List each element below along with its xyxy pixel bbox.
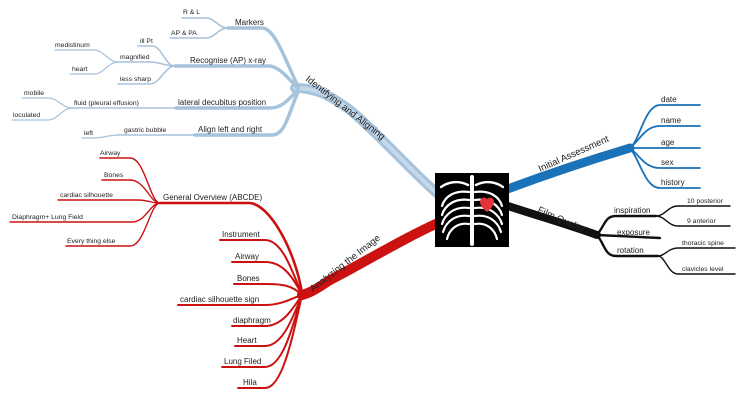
- posterior-label: 10 posterior: [687, 198, 724, 205]
- item-cardiac-sign: cardiac silhouette sign: [180, 295, 259, 304]
- general-everything: Every thing else: [67, 238, 116, 245]
- magnified-label: magnified: [120, 54, 150, 61]
- initial-age: age: [661, 138, 675, 147]
- chest-xray-icon: [435, 173, 509, 247]
- item-bones: Bones: [237, 274, 260, 283]
- less-sharp-label: less sharp: [120, 76, 151, 83]
- film-trunk: [501, 201, 601, 239]
- initial-history: history: [661, 178, 685, 187]
- general-bones: Bones: [104, 172, 124, 179]
- align-label: Align left and right: [198, 125, 263, 134]
- identifying-label: Identifying and Aligning: [303, 74, 387, 143]
- initial-trunk: [500, 143, 635, 195]
- analyzing-trunk: [297, 217, 445, 300]
- clavicles-level-label: clavicles level: [682, 266, 724, 273]
- gastric-label: gastric bubble: [124, 127, 167, 134]
- item-heart: Heart: [237, 336, 257, 345]
- item-instrument: Instrument: [222, 230, 261, 239]
- general-overview-label: General Overview (ABCDE): [163, 193, 262, 202]
- initial-sex: sex: [661, 158, 673, 167]
- left-label: left: [84, 130, 93, 137]
- inspiration-label: inspiration: [614, 206, 650, 215]
- anterior-label: 9 anterior: [687, 218, 716, 225]
- thoracic-spine-label: thoracic spine: [682, 240, 724, 247]
- medistinum-label: medistinum: [55, 42, 90, 49]
- loculated-label: loculated: [13, 112, 40, 119]
- rotation-label: rotation: [617, 246, 644, 255]
- mobile-label: mobile: [24, 90, 44, 97]
- branch-film: [501, 201, 736, 275]
- recognise-label: Recognise (AP) x-ray: [190, 56, 266, 65]
- general-cardiac: cardiac silhouette: [60, 192, 113, 199]
- item-airway: Airway: [235, 252, 259, 261]
- lateral-label: lateral decubitus position: [178, 98, 266, 107]
- markers-rl-label: R & L: [183, 9, 200, 16]
- item-diaphragm: diaphragm: [233, 316, 271, 325]
- markers-appa-label: AP & PA: [171, 30, 197, 37]
- identifying-trunk: [290, 83, 445, 201]
- exposure-label: exposure: [617, 228, 650, 237]
- initial-date: date: [661, 95, 677, 104]
- analyzing-label: Analyzing the Image: [308, 233, 383, 295]
- ill-pt-label: ill Pt: [140, 38, 153, 45]
- heart-label: heart: [72, 66, 88, 73]
- general-airway: Airway: [100, 150, 121, 157]
- branch-analyzing: [9, 157, 445, 389]
- branch-initial: [500, 104, 701, 195]
- general-diaphragm: Diaphragm+ Lung Field: [12, 214, 83, 221]
- initial-name: name: [661, 116, 682, 125]
- markers-label: Markers: [235, 18, 264, 27]
- item-lung-filed: Lung Filed: [224, 357, 261, 366]
- heart-icon: [480, 197, 494, 212]
- item-hila: Hila: [243, 378, 257, 387]
- branch-identifying: [11, 17, 445, 201]
- fluid-label: fluid (pleural effusion): [74, 100, 139, 107]
